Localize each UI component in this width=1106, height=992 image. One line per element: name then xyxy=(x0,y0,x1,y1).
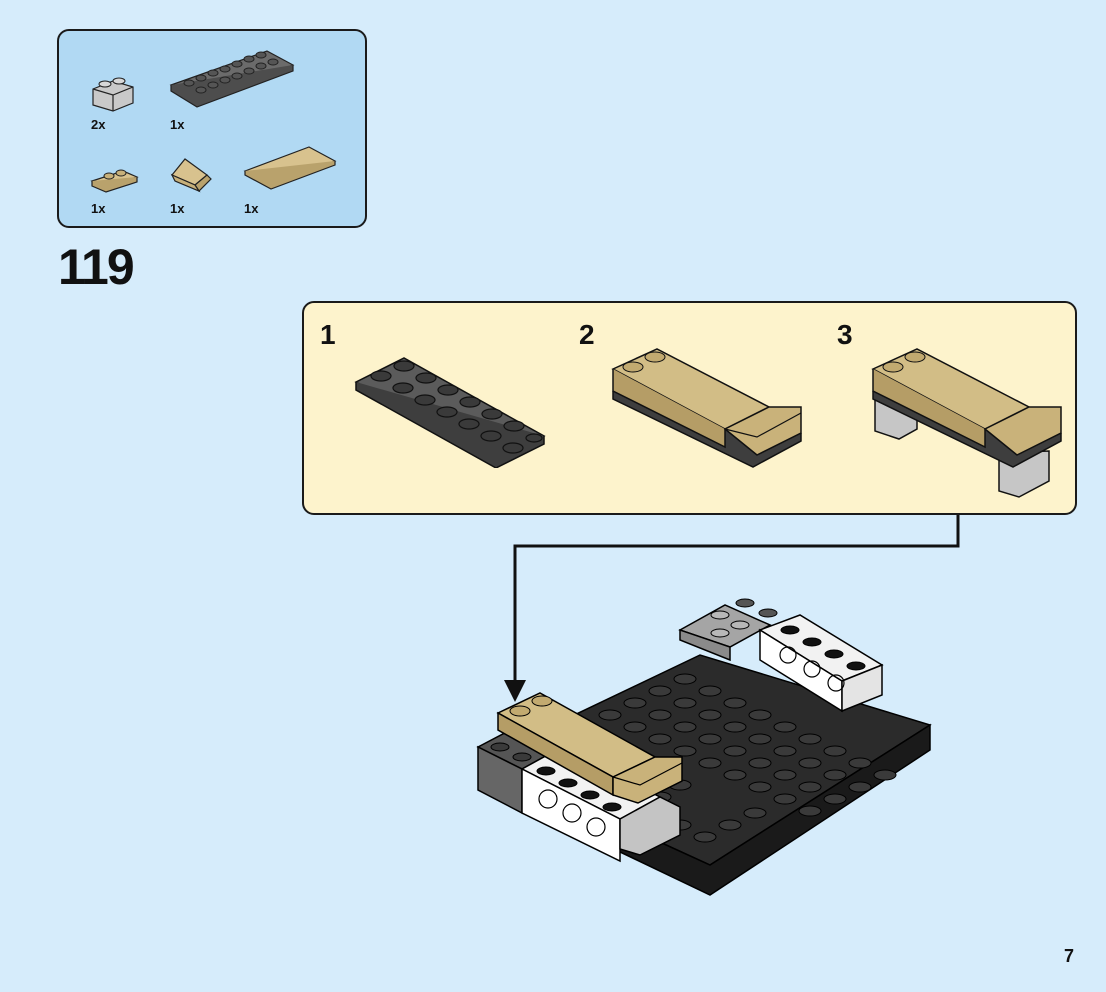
main-model-illustration xyxy=(470,585,940,905)
page-number: 7 xyxy=(1064,946,1074,967)
